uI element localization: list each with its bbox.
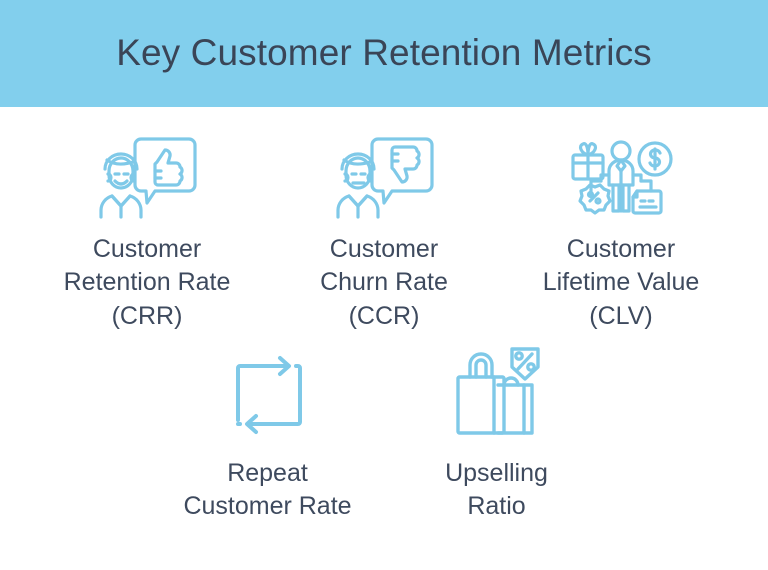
customer-thumbs-up-icon: [93, 131, 201, 223]
metric-label: Repeat Customer Rate: [183, 459, 352, 521]
metric-card-repeat-customer-rate[interactable]: Repeat Customer Rate: [153, 347, 382, 524]
metric-card-upselling-ratio[interactable]: Upselling Ratio: [382, 347, 611, 524]
repeat-loop-arrows-icon: [226, 347, 310, 443]
metrics-body: Customer Retention Rate (CRR): [0, 107, 768, 570]
metric-card-crr[interactable]: Customer Retention Rate (CRR): [29, 131, 266, 333]
customer-thumbs-down-icon: [330, 131, 438, 223]
customer-value-gifts-money-icon: [565, 131, 677, 223]
shopping-bags-discount-icon: [448, 347, 546, 443]
header-band: Key Customer Retention Metrics: [0, 0, 768, 107]
metric-label: Customer Lifetime Value (CLV): [542, 235, 700, 330]
metric-label: Upselling Ratio: [445, 459, 548, 521]
metrics-row-bottom: Repeat Customer Rate: [0, 347, 768, 524]
metric-label: Customer Churn Rate (CCR): [320, 235, 448, 330]
metrics-row-bottom-inner: Repeat Customer Rate: [153, 347, 611, 524]
metric-card-clv[interactable]: Customer Lifetime Value (CLV): [503, 131, 740, 333]
metric-label: Customer Retention Rate (CRR): [63, 235, 231, 330]
metric-card-ccr[interactable]: Customer Churn Rate (CCR): [266, 131, 503, 333]
metrics-row-top: Customer Retention Rate (CRR): [0, 131, 768, 333]
page-title: Key Customer Retention Metrics: [116, 32, 652, 73]
